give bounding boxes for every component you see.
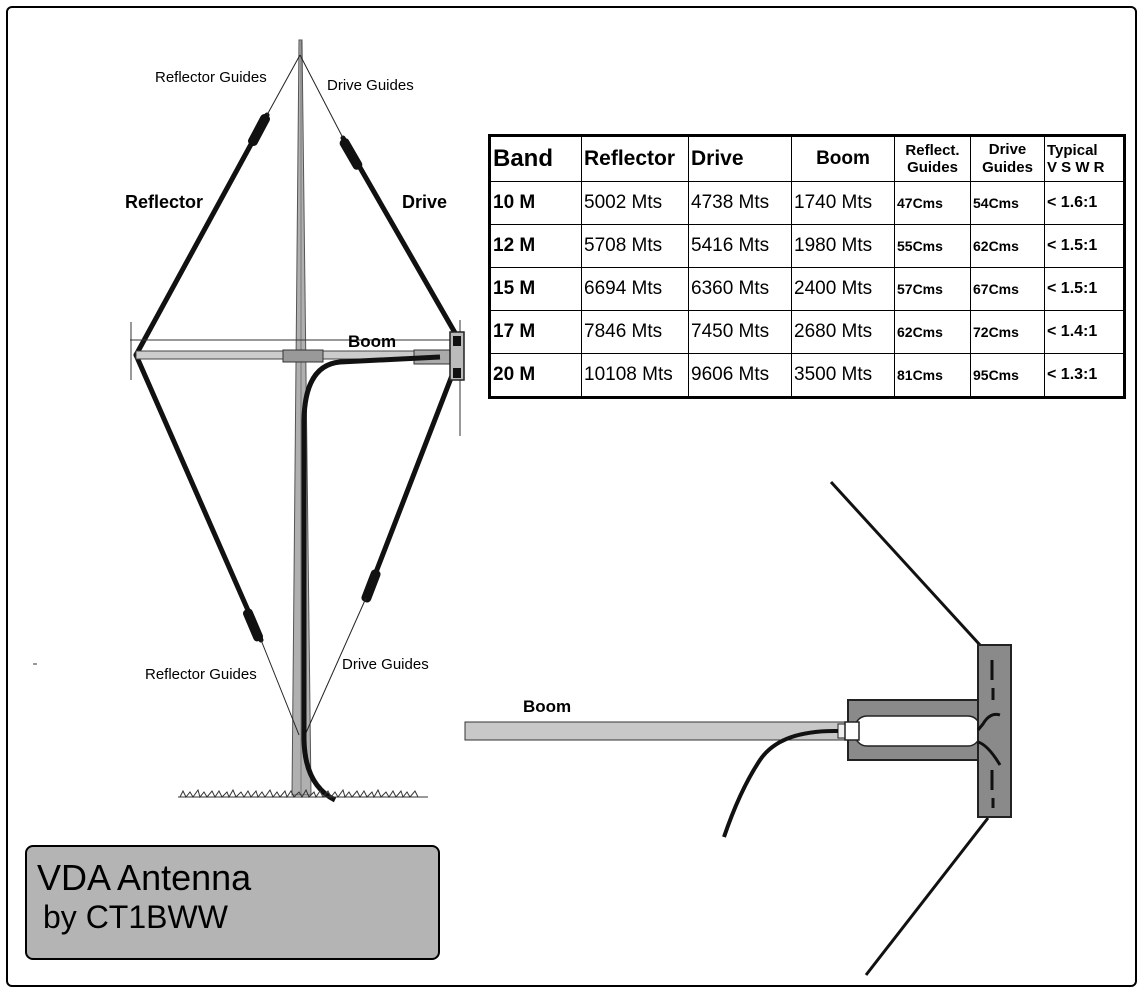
table-row: 15 M 6694 Mts 6360 Mts 2400 Mts 57Cms 67… <box>489 267 1125 311</box>
cell-drive: 4738 Mts <box>688 181 792 225</box>
cell-reflect-guides: 62Cms <box>894 310 971 354</box>
title-line-1: VDA Antenna <box>37 857 252 898</box>
cell-drive: 6360 Mts <box>688 267 792 311</box>
cell-drive-guides: 67Cms <box>970 267 1045 311</box>
cell-band: 17 M <box>489 310 582 354</box>
header-vswr-line2: V S W R <box>1047 159 1105 176</box>
cell-boom: 3500 Mts <box>791 353 895 398</box>
cell-vswr: < 1.5:1 <box>1044 224 1125 268</box>
label-reflector-guides-top: Reflector Guides <box>155 69 267 86</box>
table-row: 17 M 7846 Mts 7450 Mts 2680 Mts 62Cms 72… <box>489 310 1125 354</box>
header-drive: Drive <box>688 135 792 182</box>
page-border <box>6 6 1137 987</box>
header-vswr-line1: Typical <box>1047 142 1098 159</box>
cell-reflect-guides: 55Cms <box>894 224 971 268</box>
cell-boom: 1980 Mts <box>791 224 895 268</box>
cell-reflector: 6694 Mts <box>581 267 689 311</box>
cell-boom: 2680 Mts <box>791 310 895 354</box>
header-reflect-guides-line2: Guides <box>907 159 958 176</box>
cell-vswr: < 1.6:1 <box>1044 181 1125 225</box>
header-band: Band <box>489 135 582 182</box>
insulators <box>242 114 381 642</box>
cell-drive: 9606 Mts <box>688 353 792 398</box>
label-reflector: Reflector <box>125 192 203 212</box>
feedpoint-detail <box>464 480 1012 976</box>
drive-element <box>340 135 461 601</box>
cell-reflector: 5002 Mts <box>581 181 689 225</box>
reflector-element <box>133 112 270 643</box>
title-box: VDA Antenna by CT1BWW <box>25 845 440 960</box>
cell-vswr: < 1.4:1 <box>1044 310 1125 354</box>
cell-band: 10 M <box>489 181 582 225</box>
cell-drive-guides: 72Cms <box>970 310 1045 354</box>
label-drive: Drive <box>402 192 447 212</box>
cell-drive: 7450 Mts <box>688 310 792 354</box>
cell-reflect-guides: 57Cms <box>894 267 971 311</box>
cell-drive-guides: 95Cms <box>970 353 1045 398</box>
cell-reflector: 10108 Mts <box>581 353 689 398</box>
cell-vswr: < 1.3:1 <box>1044 353 1125 398</box>
boom <box>130 320 465 436</box>
cell-vswr: < 1.5:1 <box>1044 267 1125 311</box>
label-drive-guides-top: Drive Guides <box>327 77 414 94</box>
table-row: 12 M 5708 Mts 5416 Mts 1980 Mts 55Cms 62… <box>489 224 1125 268</box>
label-boom-main: Boom <box>348 332 396 351</box>
cell-drive: 5416 Mts <box>688 224 792 268</box>
table-row: 20 M 10108 Mts 9606 Mts 3500 Mts 81Cms 9… <box>489 353 1125 398</box>
title-line-2: by CT1BWW <box>43 899 228 935</box>
cell-reflect-guides: 47Cms <box>894 181 971 225</box>
label-boom-detail: Boom <box>523 697 571 716</box>
cell-reflector: 5708 Mts <box>581 224 689 268</box>
label-reflector-guides-bottom: Reflector Guides <box>145 666 257 683</box>
header-reflector: Reflector <box>581 135 689 182</box>
cell-band: 15 M <box>489 267 582 311</box>
header-boom: Boom <box>791 135 895 182</box>
guide-lines <box>260 54 367 736</box>
grass <box>178 788 428 799</box>
dimensions-table: Band Reflector Drive Boom Reflect.Guides… <box>488 134 1126 399</box>
header-drive-guides-line1: Drive <box>988 141 1027 158</box>
diagram-labels: Reflector Guides Drive Guides Reflector … <box>125 69 571 716</box>
mast <box>291 39 312 796</box>
header-reflect-guides-line1: Reflect. <box>905 142 960 159</box>
header-drive-guides-line2: Guides <box>982 159 1033 176</box>
table-row: 10 M 5002 Mts 4738 Mts 1740 Mts 47Cms 54… <box>489 181 1125 225</box>
cell-band: 12 M <box>489 224 582 268</box>
cell-reflector: 7846 Mts <box>581 310 689 354</box>
cell-boom: 2400 Mts <box>791 267 895 311</box>
cell-drive-guides: 54Cms <box>970 181 1045 225</box>
cell-drive-guides: 62Cms <box>970 224 1045 268</box>
cell-band: 20 M <box>489 353 582 398</box>
cell-reflect-guides: 81Cms <box>894 353 971 398</box>
coax-cable <box>301 354 441 803</box>
label-drive-guides-bottom: Drive Guides <box>342 656 429 673</box>
cell-boom: 1740 Mts <box>791 181 895 225</box>
table-header-row: Band Reflector Drive Boom Reflect.Guides… <box>489 135 1125 182</box>
header-reflect-guides: Reflect.Guides <box>894 135 971 182</box>
